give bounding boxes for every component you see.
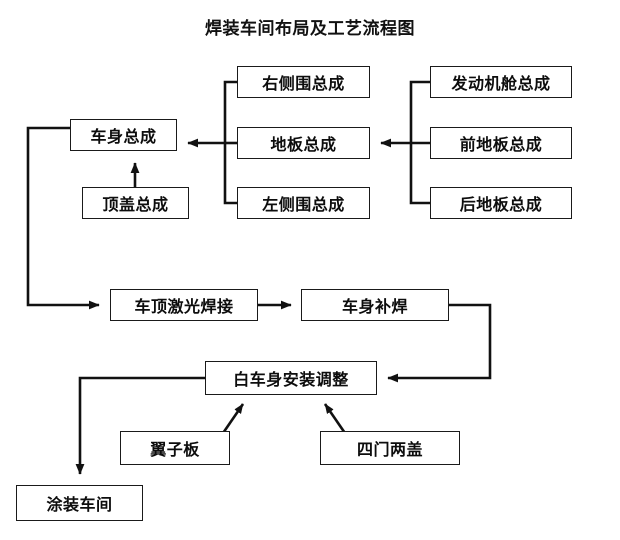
node-label: 后地板总成 bbox=[459, 195, 543, 214]
node-label: 右侧围总成 bbox=[262, 74, 345, 93]
node-label: 车身总成 bbox=[90, 127, 157, 146]
node-left-side-assembly[interactable]: 左侧围总成 bbox=[237, 187, 370, 219]
node-label: 顶盖总成 bbox=[102, 195, 169, 214]
node-roof-laser-welding[interactable]: 车顶激光焊接 bbox=[110, 289, 258, 321]
node-label: 四门两盖 bbox=[356, 440, 423, 459]
node-label: 地板总成 bbox=[270, 135, 337, 154]
node-fender[interactable]: 翼子板 bbox=[120, 431, 230, 465]
edge-left-side-to-bus bbox=[223, 143, 237, 205]
node-label: 发动机舱总成 bbox=[451, 74, 551, 93]
edge-engine-bay-to-bus bbox=[409, 80, 430, 143]
node-biw-install-adjust[interactable]: 白车身安装调整 bbox=[205, 361, 377, 395]
node-label: 前地板总成 bbox=[459, 135, 543, 154]
node-engine-bay-assembly[interactable]: 发动机舱总成 bbox=[430, 66, 572, 98]
node-body-assembly[interactable]: 车身总成 bbox=[70, 119, 177, 151]
page-title: 焊装车间布局及工艺流程图 bbox=[205, 19, 415, 39]
node-label: 涂装车间 bbox=[46, 495, 113, 514]
node-label: 车身补焊 bbox=[341, 297, 408, 316]
node-label: 翼子板 bbox=[150, 440, 200, 459]
node-label: 左侧围总成 bbox=[262, 195, 345, 214]
edge-right-side-to-bus bbox=[223, 80, 237, 143]
node-body-respot-welding[interactable]: 车身补焊 bbox=[301, 289, 449, 321]
node-four-doors-two-lids[interactable]: 四门两盖 bbox=[320, 431, 460, 465]
node-label: 车顶激光焊接 bbox=[134, 297, 234, 316]
node-front-floor-assembly[interactable]: 前地板总成 bbox=[430, 127, 572, 159]
edge-rear-floor-to-bus bbox=[409, 143, 430, 205]
node-right-side-assembly[interactable]: 右侧围总成 bbox=[237, 66, 370, 98]
node-floor-assembly[interactable]: 地板总成 bbox=[237, 127, 370, 159]
node-paint-shop[interactable]: 涂装车间 bbox=[16, 485, 143, 521]
node-rear-floor-assembly[interactable]: 后地板总成 bbox=[430, 187, 572, 219]
node-label: 白车身安装调整 bbox=[233, 370, 349, 389]
node-roof-assembly[interactable]: 顶盖总成 bbox=[82, 187, 189, 219]
